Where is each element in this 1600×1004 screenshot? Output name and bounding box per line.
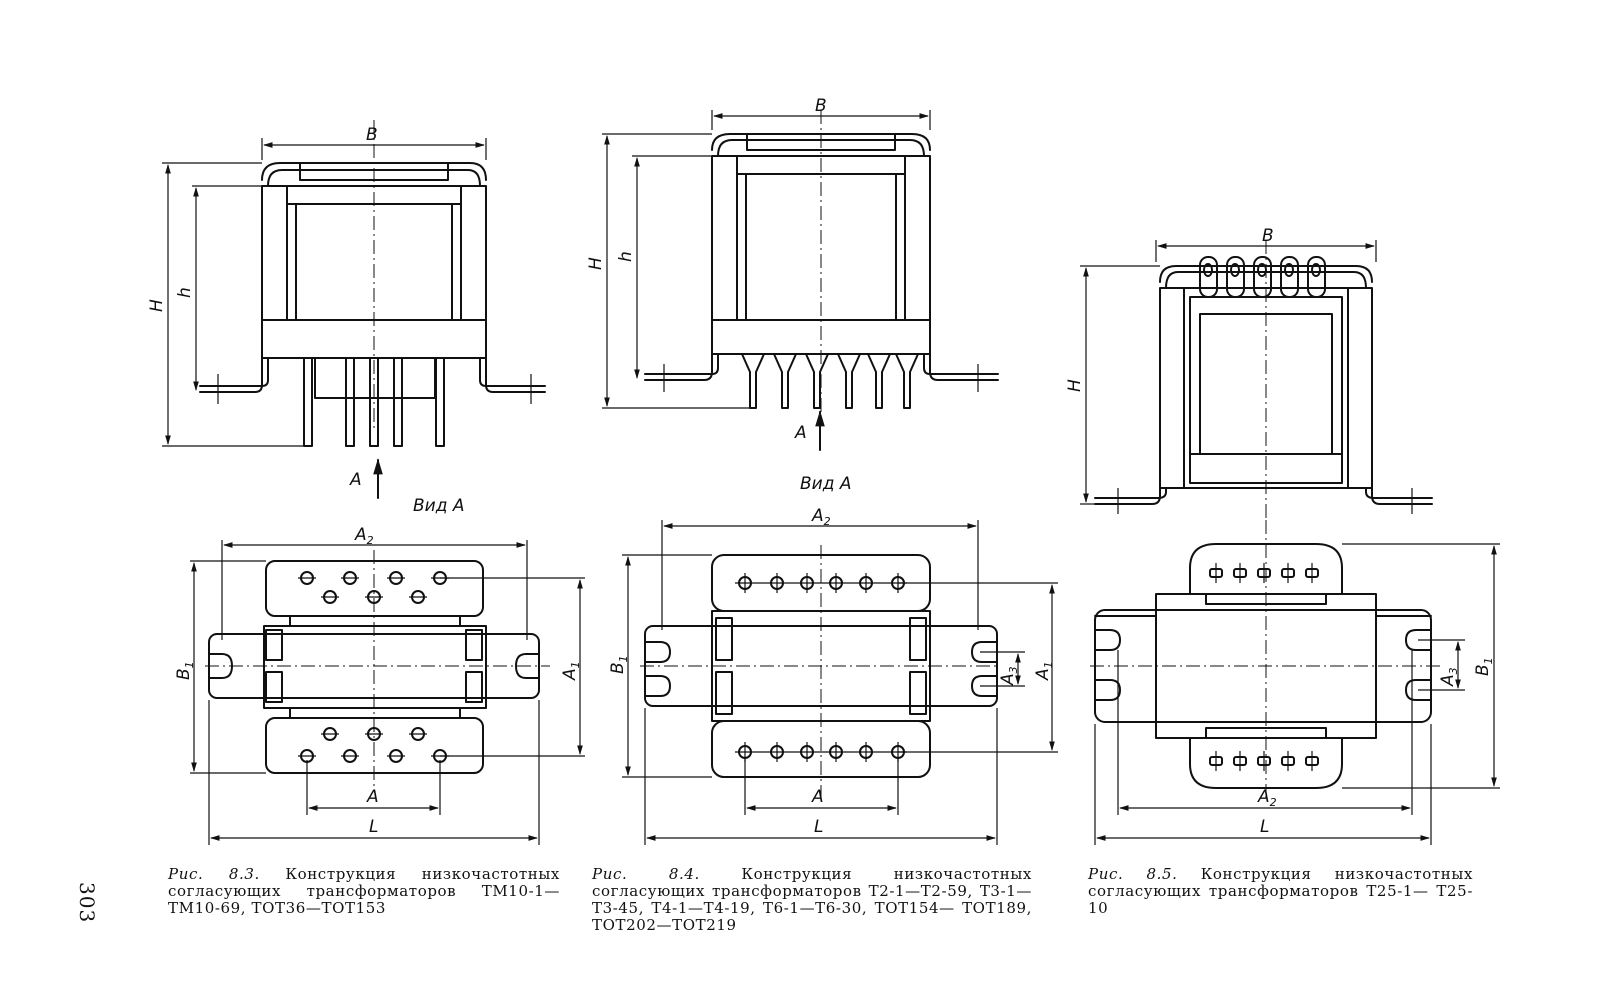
caption-fig-8-4: Рис. 8.4. Конструкция низкочастотных сог… xyxy=(592,866,1032,934)
dim-label-A: A xyxy=(811,787,824,807)
fig84-bottom-dimensions: A2 B1 A1 A3 A L xyxy=(608,506,1058,845)
dim-label-A1: A1 xyxy=(560,661,582,681)
dim-label-B1: B1 xyxy=(174,661,196,680)
fig83-front-view xyxy=(199,120,546,447)
fig84-bottom-view xyxy=(640,545,1000,800)
caption-fig-8-5: Рис. 8.5. Конструкция низкочастотных сог… xyxy=(1088,866,1473,917)
dim-label-h: h xyxy=(616,251,636,262)
fig85-slots-top xyxy=(1209,563,1319,583)
dim-label-A: A xyxy=(366,787,379,807)
dim-label-H: H xyxy=(1065,379,1085,392)
dim-label-A2: A2 xyxy=(354,525,374,547)
dim-label-B1: B1 xyxy=(1473,657,1495,676)
fig83-bottom-view xyxy=(205,550,550,790)
fig85-bottom-dimensions: B1 A3 A2 L xyxy=(1094,543,1500,845)
figure-8-3: B H h A Вид А xyxy=(147,120,585,845)
dim-label-A2: A2 xyxy=(1257,787,1277,809)
fig84-terminals xyxy=(741,353,919,409)
caption-fig-number: Рис. 8.3. xyxy=(168,865,260,883)
dim-label-B: B xyxy=(366,125,378,145)
fig85-solder-lugs xyxy=(1199,256,1326,298)
view-arrow-label-A: A xyxy=(794,423,807,443)
fig84-front-view xyxy=(644,110,999,420)
caption-text: Конструкция низкочастотных согласующих т… xyxy=(1088,865,1474,917)
dim-label-A3: A3 xyxy=(998,666,1020,686)
dim-label-H: H xyxy=(586,257,606,270)
view-arrow-label-A: A xyxy=(349,470,362,490)
caption-fig-number: Рис. 8.4. xyxy=(592,865,700,883)
fig83-front-dimensions: B H h A xyxy=(147,125,487,499)
dim-label-A2: A2 xyxy=(811,506,831,528)
dim-label-A3: A3 xyxy=(1438,667,1460,687)
dim-label-h: h xyxy=(175,287,195,298)
dim-label-B: B xyxy=(815,96,827,116)
figure-8-4: B H h A Вид А xyxy=(586,96,1058,845)
fig84-front-dimensions: B H h A xyxy=(586,96,931,451)
fig85-front-dimensions: B H xyxy=(1065,226,1377,505)
caption-text: Конструкция низкочастотных согласующих т… xyxy=(168,865,560,917)
figure-8-5: B H xyxy=(1065,226,1500,845)
dim-label-L: L xyxy=(1260,817,1269,837)
dim-label-L: L xyxy=(369,817,378,837)
page-number: 303 xyxy=(75,882,99,924)
fig84-pin-holes-bottom xyxy=(735,742,907,762)
fig83-bottom-dimensions: A2 B1 A1 A L xyxy=(174,525,585,845)
dim-label-A1: A1 xyxy=(1033,661,1055,681)
caption-fig-8-3: Рис. 8.3. Конструкция низкочастотных сог… xyxy=(168,866,560,917)
view-a-label: Вид А xyxy=(413,496,465,516)
fig85-slots-bottom xyxy=(1209,751,1319,771)
dim-label-L: L xyxy=(814,817,823,837)
fig85-bottom-view xyxy=(1090,520,1440,800)
dim-label-B1: B1 xyxy=(608,655,630,674)
fig85-front-view xyxy=(1094,240,1433,520)
caption-fig-number: Рис. 8.5. xyxy=(1088,865,1178,883)
caption-text: Конструкция низкочастотных согласующих т… xyxy=(592,865,1032,934)
dim-label-H: H xyxy=(147,299,167,312)
fig83-pin-holes-bottom xyxy=(298,727,449,763)
view-a-label: Вид А xyxy=(800,474,852,494)
dim-label-B: B xyxy=(1262,226,1274,246)
